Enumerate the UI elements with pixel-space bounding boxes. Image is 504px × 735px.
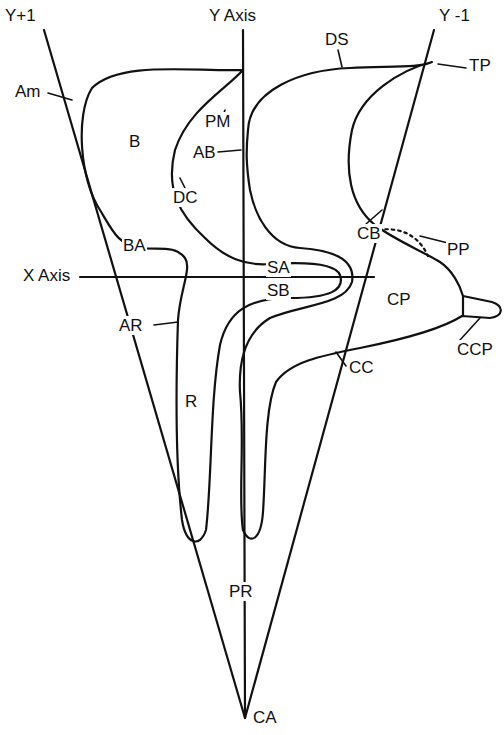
x-axis [80,276,374,278]
part-label: X Axis [22,266,71,285]
part-label: DS [324,30,350,49]
part-label: R [184,392,198,411]
left-outline [82,69,341,541]
leader-lines [48,50,480,366]
part-label: CP [386,290,412,309]
right-outline [240,62,501,539]
part-label: TP [468,56,492,75]
ccp-boundary [462,296,464,316]
part-label: PP [446,240,471,259]
part-label: PR [228,582,254,601]
part-label: CCP [456,340,494,359]
part-label: Y -1 [438,6,471,25]
part-label: PM [204,112,232,131]
part-label: AB [192,143,217,162]
part-label: B [128,132,141,151]
part-label: DC [172,188,199,207]
part-label: SA [266,258,291,277]
part-label: CA [252,708,278,727]
part-label: Y+1 [4,6,37,25]
part-label: Am [14,82,42,101]
part-label: BA [122,236,147,255]
y-axis [243,30,245,718]
y-minus-axis [245,30,434,718]
part-label: Y Axis [208,6,257,25]
part-label: SB [266,281,291,300]
part-label: CB [356,224,382,243]
part-label: CC [348,358,375,377]
part-label: AR [118,316,144,335]
